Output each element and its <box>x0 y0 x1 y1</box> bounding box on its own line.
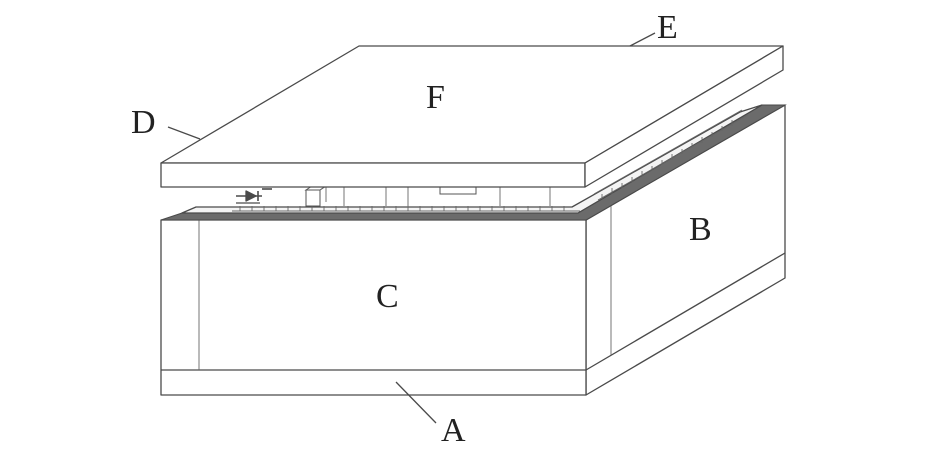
front-face <box>160 219 587 396</box>
diode-symbol <box>236 188 272 204</box>
leader-line-a <box>395 381 437 424</box>
label-f: F <box>426 79 445 116</box>
label-d: D <box>131 104 156 141</box>
leader-lines <box>167 32 656 424</box>
circuit-comb-right <box>593 109 749 201</box>
inner-cavity <box>181 104 763 214</box>
lid-right-edge <box>584 45 784 188</box>
label-e: E <box>657 9 678 46</box>
internal-components <box>236 185 551 207</box>
lid-front-edge <box>160 162 586 188</box>
base-box <box>160 104 787 396</box>
component-block <box>305 189 321 207</box>
part-labels: A B C D E F <box>131 9 712 449</box>
label-b: B <box>689 211 712 248</box>
label-c: C <box>376 278 399 315</box>
leader-line-d <box>167 126 201 140</box>
label-a: A <box>441 412 466 449</box>
lid <box>160 45 784 188</box>
leader-line-e <box>629 32 656 47</box>
circuit-comb-front <box>232 206 580 212</box>
